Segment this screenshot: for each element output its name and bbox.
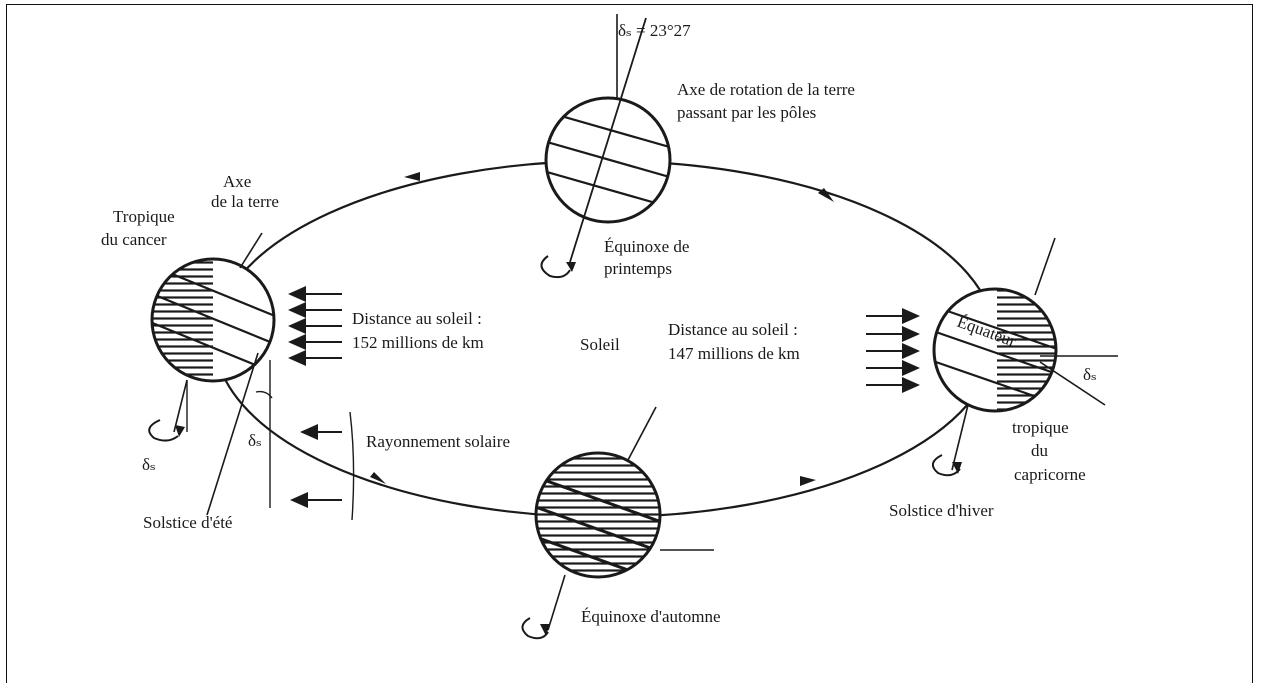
earth-axis-label-1: Axe <box>223 172 251 191</box>
autumn-equinox-label: Équinoxe d'automne <box>581 607 721 626</box>
winter-solstice-label: Solstice d'hiver <box>889 501 994 520</box>
spring-equinox-label-1: Équinoxe de <box>604 237 689 256</box>
orbit-arrow-top <box>404 172 420 181</box>
orbit-arrow-top-right <box>818 188 834 202</box>
sun-label: Soleil <box>580 335 620 354</box>
solar-radiation-arrows <box>290 411 355 521</box>
solar-rays-left <box>288 286 342 366</box>
distance-near-label-1: Distance au soleil : <box>668 320 798 339</box>
tropic-cancer-label-1: Tropique <box>113 207 175 226</box>
solar-radiation-label: Rayonnement solaire <box>366 432 510 451</box>
earth-autumn-equinox <box>521 406 714 640</box>
orbit-arrow-bottom-left <box>370 472 386 484</box>
delta-bottom-left-label: δₛ <box>142 455 156 474</box>
delta-left-label: δₛ <box>248 431 262 450</box>
tropic-capricorn-label-3: capricorne <box>1014 465 1086 484</box>
tropic-cancer-label-2: du cancer <box>101 230 167 249</box>
distance-near-label-2: 147 millions de km <box>668 344 800 363</box>
figure-frame <box>6 4 1253 683</box>
summer-solstice-label: Solstice d'été <box>143 513 232 532</box>
tropic-capricorn-label-1: tropique <box>1012 418 1069 437</box>
tropic-capricorn-label-2: du <box>1031 441 1049 460</box>
distance-far-label-2: 152 millions de km <box>352 333 484 352</box>
earth-winter-solstice <box>931 237 1118 477</box>
delta-right-label: δₛ <box>1083 365 1097 384</box>
earth-axis-label-2: de la terre <box>211 192 279 211</box>
delta-value-label: δₛ = 23°27 <box>618 21 691 40</box>
earth-summer-solstice <box>148 232 276 516</box>
axis-rotation-label-1: Axe de rotation de la terre <box>677 80 855 99</box>
orbit-arrow-bottom-right <box>800 476 816 486</box>
spring-equinox-label-2: printemps <box>604 259 672 278</box>
distance-far-label-1: Distance au soleil : <box>352 309 482 328</box>
solar-rays-right <box>866 308 920 393</box>
axis-rotation-label-2: passant par les pôles <box>677 103 816 122</box>
